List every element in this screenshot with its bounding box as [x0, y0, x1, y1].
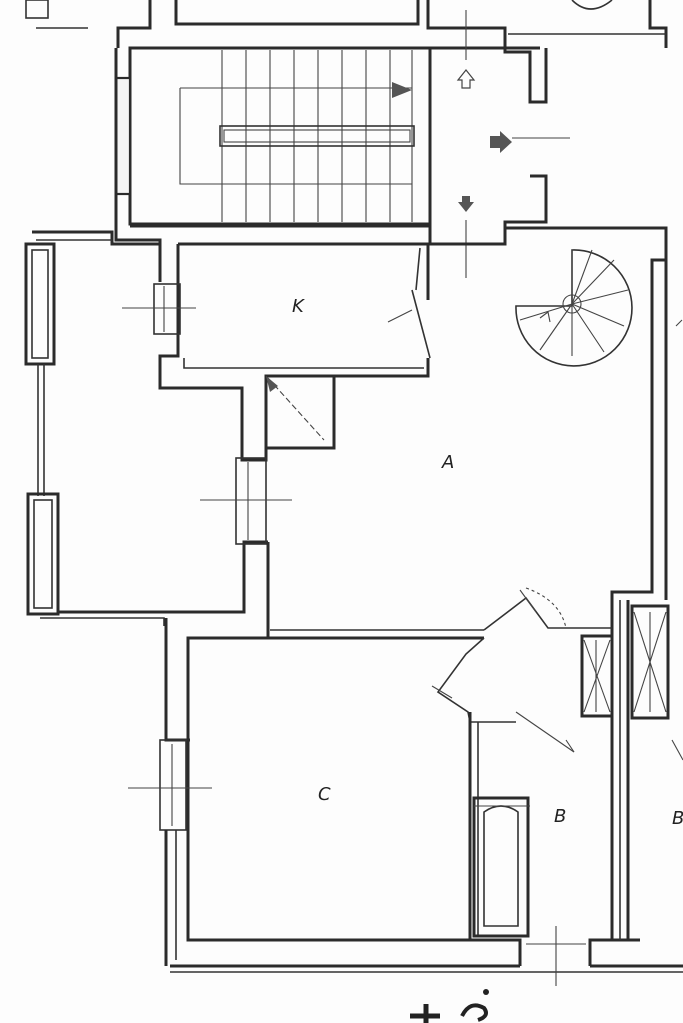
landing — [430, 10, 570, 278]
room-label-living: A — [441, 452, 454, 473]
hall — [431, 600, 683, 940]
living-room — [266, 249, 633, 640]
arrow-icon — [458, 196, 474, 212]
bathtub-icon — [472, 796, 530, 938]
north-arrow-icon — [410, 989, 489, 1023]
bedroom — [128, 618, 470, 966]
spiral-staircase-icon — [515, 249, 633, 367]
stairwell — [114, 46, 432, 226]
left-room — [24, 230, 268, 626]
kitchen — [122, 244, 431, 462]
stair-handrail — [219, 125, 415, 147]
room-label-bedroom: C — [318, 784, 331, 805]
arrow-icon — [490, 131, 512, 153]
bath — [468, 712, 612, 986]
top-neighbor-walls — [25, 0, 668, 50]
room-label-bath: B — [554, 806, 566, 827]
arrow-icon — [392, 82, 412, 98]
room-label-neighbor: B — [672, 808, 683, 829]
door-left-living — [200, 457, 292, 545]
apartment-walls — [114, 48, 683, 973]
arrow-icon — [456, 69, 476, 89]
room-label-kitchen: K — [292, 296, 305, 317]
stair-treads — [179, 50, 413, 222]
